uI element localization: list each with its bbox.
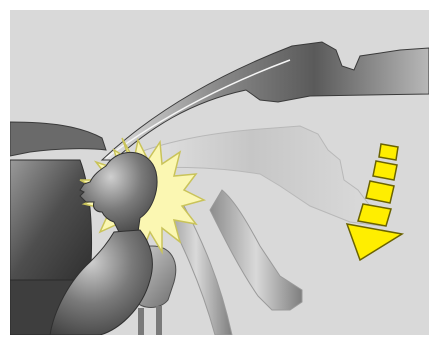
sunroof-illustration xyxy=(10,10,429,335)
